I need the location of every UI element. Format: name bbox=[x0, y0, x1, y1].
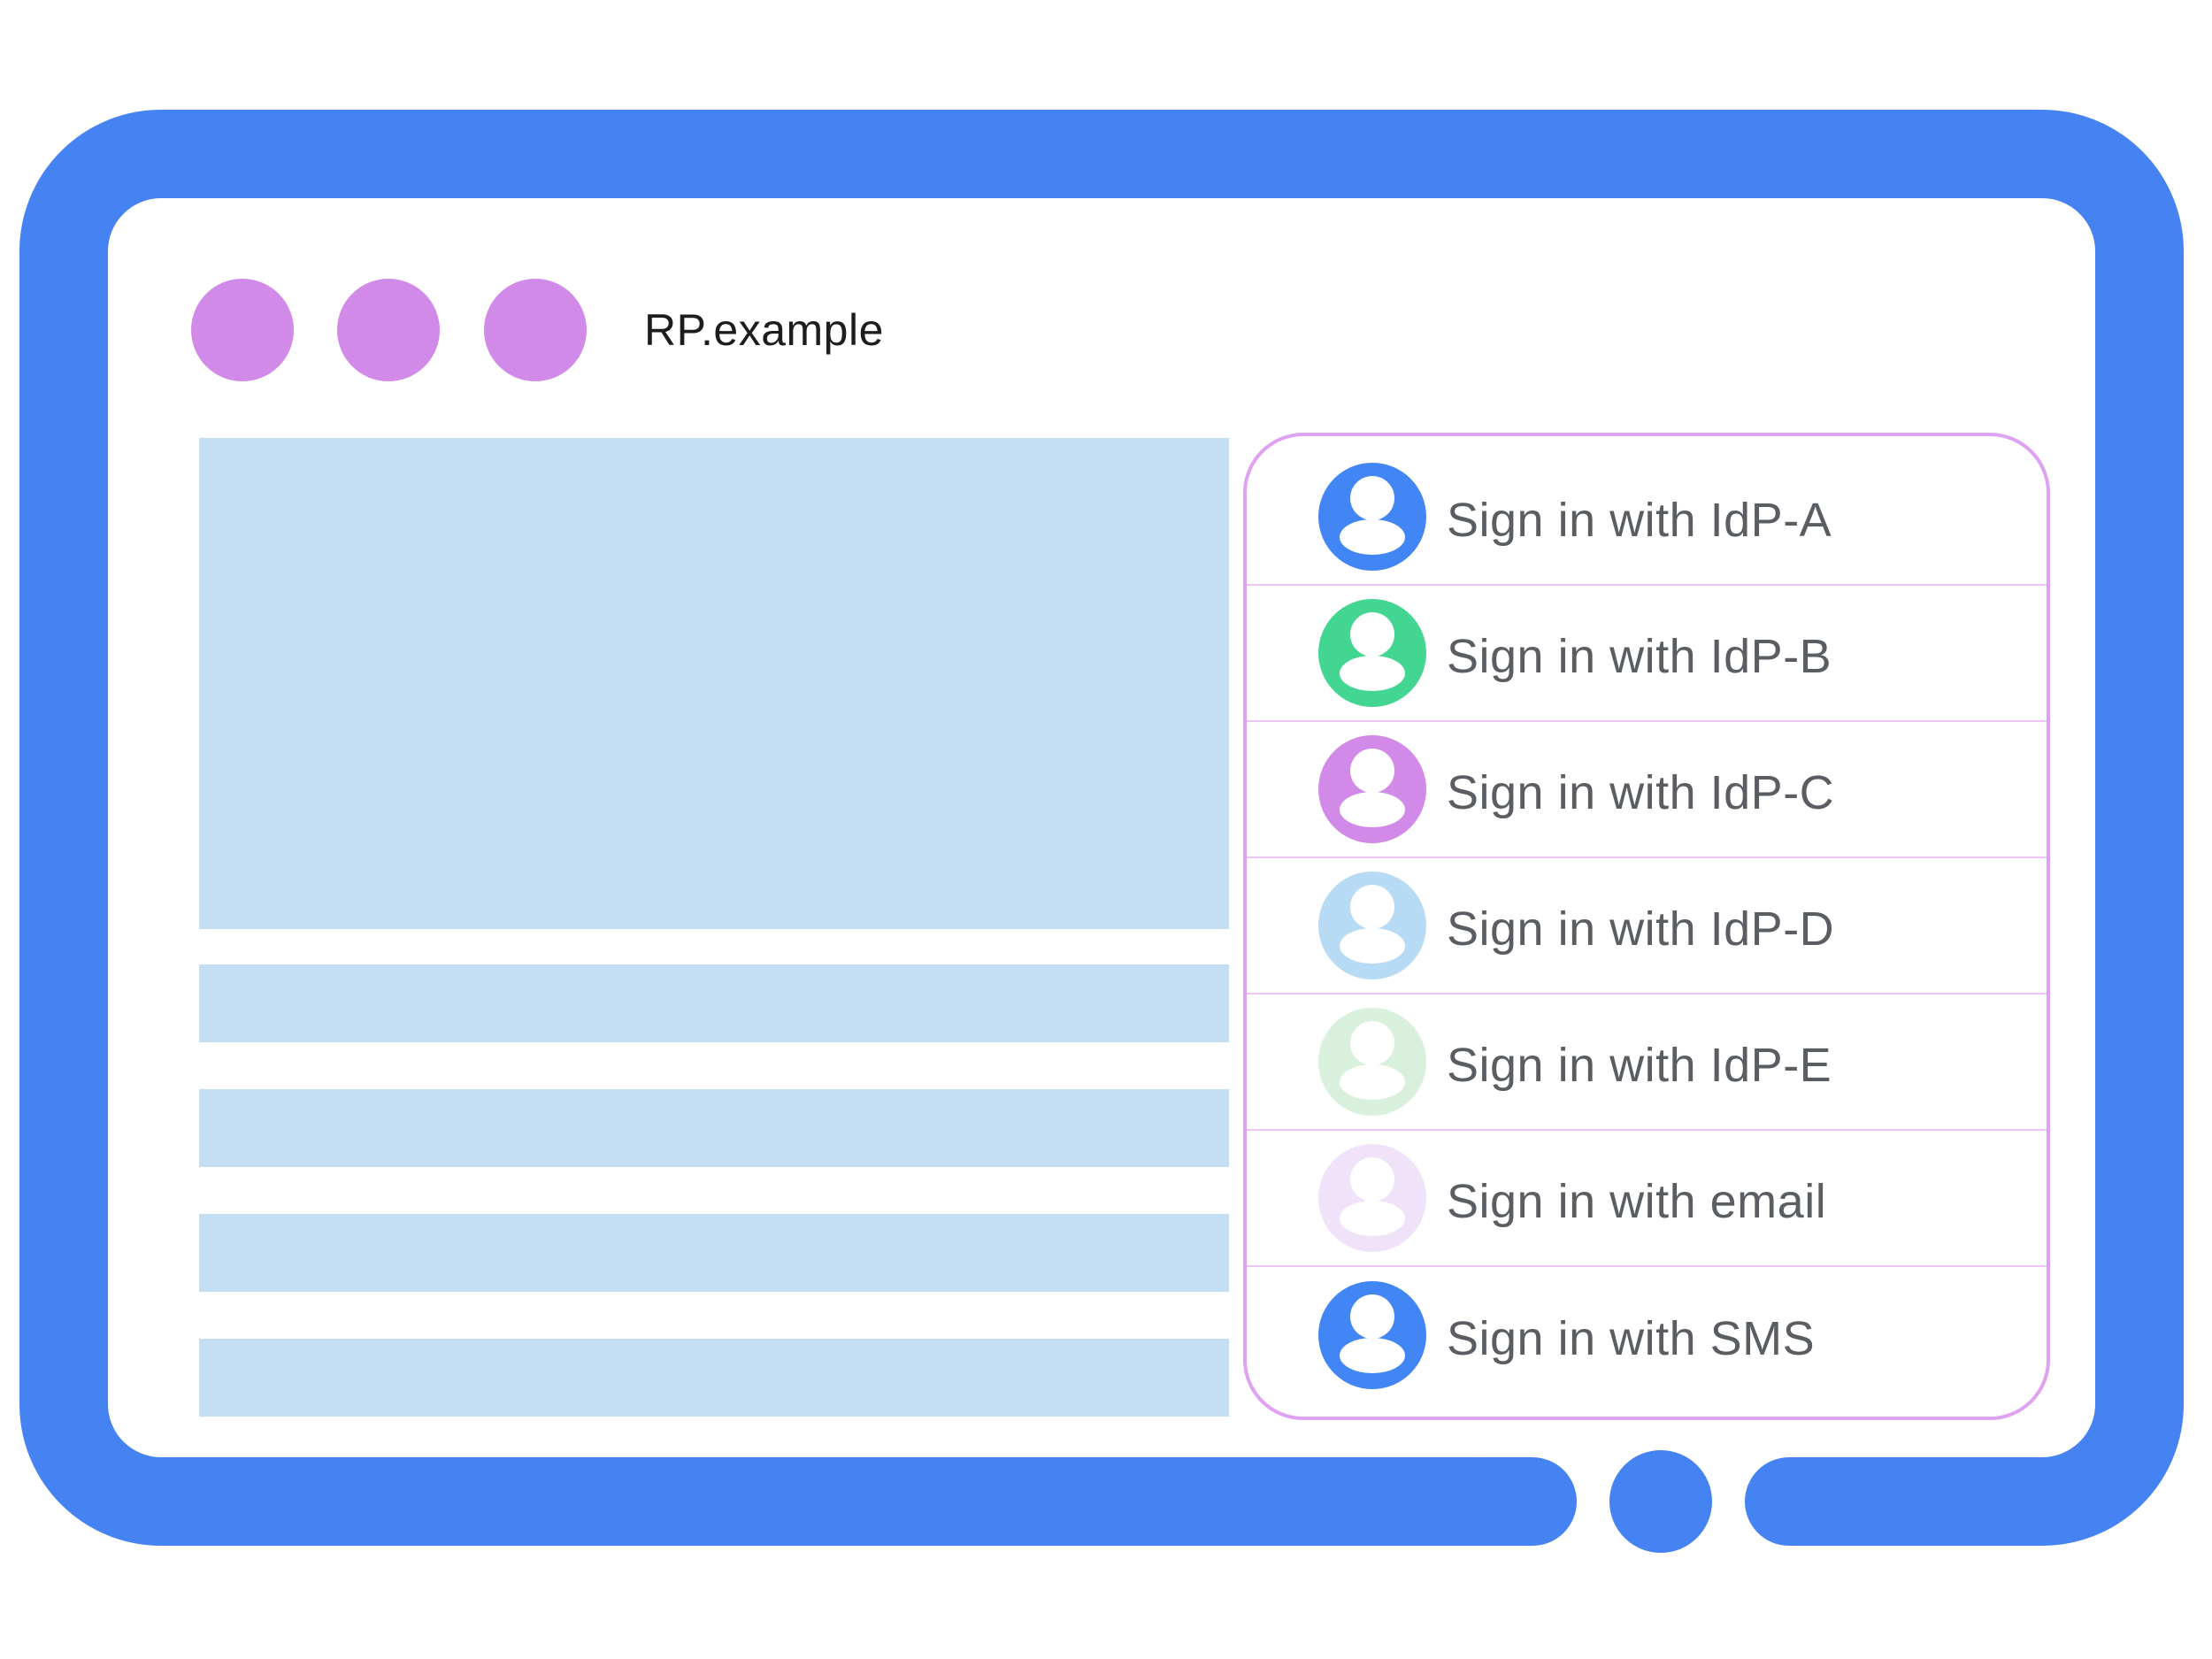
page-title: RP.example bbox=[644, 305, 884, 355]
sign-in-option-email[interactable]: Sign in with email bbox=[1247, 1131, 2047, 1267]
content-placeholder-line bbox=[199, 1214, 1229, 1292]
home-button[interactable] bbox=[1609, 1450, 1712, 1553]
content-placeholder-hero bbox=[199, 438, 1229, 929]
sign-in-option-idp-d[interactable]: Sign in with IdP-D bbox=[1247, 858, 2047, 995]
sign-in-option-idp-a[interactable]: Sign in with IdP-A bbox=[1247, 449, 2047, 586]
person-circle-icon bbox=[1318, 1008, 1426, 1116]
person-circle-icon bbox=[1318, 1281, 1426, 1389]
sign-in-option-label: Sign in with IdP-C bbox=[1447, 766, 1835, 819]
sign-in-option-idp-b[interactable]: Sign in with IdP-B bbox=[1247, 586, 2047, 722]
window-dot-icon bbox=[191, 279, 294, 381]
person-circle-icon bbox=[1318, 735, 1426, 843]
person-circle-icon bbox=[1318, 1144, 1426, 1252]
person-circle-icon bbox=[1318, 599, 1426, 707]
sign-in-option-sms[interactable]: Sign in with SMS bbox=[1247, 1267, 2047, 1403]
frame-bottom-bar-right-cap bbox=[1745, 1457, 1878, 1546]
sign-in-option-idp-e[interactable]: Sign in with IdP-E bbox=[1247, 995, 2047, 1131]
sign-in-option-label: Sign in with IdP-A bbox=[1447, 494, 1832, 547]
sign-in-option-label: Sign in with email bbox=[1447, 1175, 1827, 1228]
window-dot-icon bbox=[484, 279, 587, 381]
person-circle-icon bbox=[1318, 463, 1426, 571]
sign-in-option-label: Sign in with IdP-B bbox=[1447, 630, 1832, 683]
sign-in-option-label: Sign in with IdP-E bbox=[1447, 1039, 1832, 1092]
sign-in-option-label: Sign in with IdP-D bbox=[1447, 902, 1835, 956]
sign-in-option-idp-c[interactable]: Sign in with IdP-C bbox=[1247, 722, 2047, 858]
content-placeholder-line bbox=[199, 1089, 1229, 1167]
content-placeholder-line bbox=[199, 1339, 1229, 1417]
frame-bottom-bar-left-cap bbox=[1444, 1457, 1577, 1546]
window-dot-icon bbox=[337, 279, 440, 381]
sign-in-option-label: Sign in with SMS bbox=[1447, 1312, 1816, 1365]
person-circle-icon bbox=[1318, 872, 1426, 979]
content-placeholder-line bbox=[199, 964, 1229, 1042]
sign-in-panel: Sign in with IdP-A Sign in with IdP-B Si… bbox=[1243, 433, 2050, 1420]
